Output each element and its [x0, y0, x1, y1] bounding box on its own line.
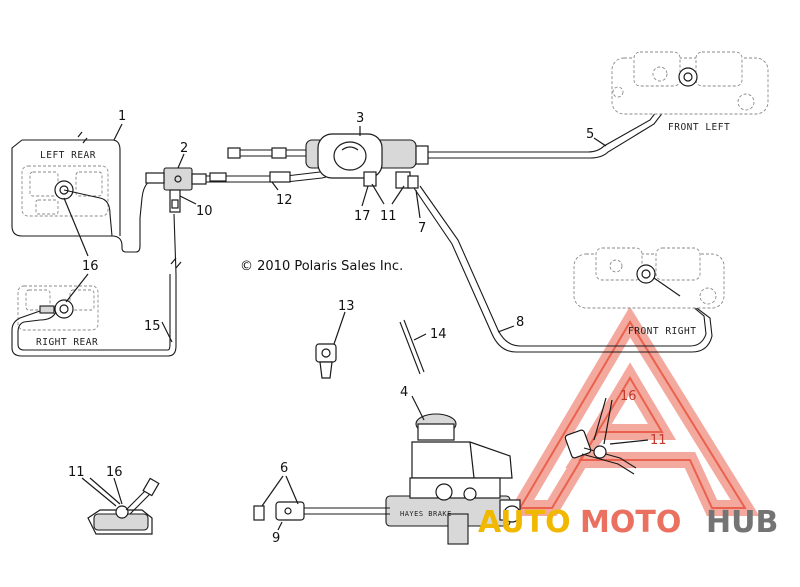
reservoir-brand-label: HAYES BRAKE: [400, 510, 452, 518]
watermark-part-3: HUB: [706, 505, 778, 540]
watermark-brand: AUTO MOTO HUB: [478, 505, 778, 540]
leader-17: [361, 185, 369, 207]
leader-1: [113, 123, 123, 141]
leader-16a: [63, 197, 89, 257]
part-13-fitting: [315, 343, 337, 379]
watermark-part-1: AUTO: [478, 505, 571, 540]
callout-4: 4: [400, 385, 408, 400]
watermark-logo-triangle: [505, 306, 760, 516]
caption-left-rear: LEFT REAR: [40, 150, 96, 161]
callout-16-lower-left: 16: [106, 465, 123, 480]
right-rear-caliper: [17, 285, 99, 331]
front-caliper-bleeder-detail: [564, 429, 637, 475]
brake-line-8-inner: [413, 187, 713, 353]
leader-10: [179, 195, 197, 205]
leader-12: [271, 181, 279, 191]
callout-16-left: 16: [82, 259, 99, 274]
brake-line-1-upper: [22, 139, 121, 236]
brake-line-5: [428, 85, 677, 153]
front-right-caliper: [573, 247, 725, 309]
brake-line-15: [11, 213, 177, 357]
line-12-fitting: [209, 172, 227, 182]
callout-13: 13: [338, 299, 355, 314]
leader-9: [277, 521, 283, 531]
rear-caliper-detail: [87, 477, 160, 535]
callout-10: 10: [196, 204, 213, 219]
callout-1: 1: [118, 109, 126, 124]
caption-front-right: FRONT RIGHT: [628, 326, 696, 337]
leader-11-right: [609, 439, 649, 445]
part-14-pin: [399, 319, 425, 375]
leader-2: [177, 153, 185, 169]
callout-8: 8: [516, 315, 524, 330]
front-left-caliper: [611, 51, 769, 115]
caption-right-rear: RIGHT REAR: [36, 337, 98, 348]
master-cylinder-3: [227, 133, 429, 189]
leader-5: [593, 137, 607, 147]
brake-line-15-inner: [17, 274, 171, 351]
leader-8: [497, 325, 515, 333]
left-rear-caliper: [21, 165, 113, 237]
callout-15: 15: [144, 319, 161, 334]
callout-17: 17: [354, 209, 371, 224]
callout-14: 14: [430, 327, 447, 342]
pushrod-clevis: [253, 501, 390, 521]
leader-13: [333, 311, 346, 345]
brake-line-5-inner: [428, 89, 681, 159]
callout-9: 9: [272, 531, 280, 546]
break-mark: [77, 131, 88, 144]
callout-3: 3: [356, 111, 364, 126]
leader-15: [161, 321, 173, 343]
leader-11-lower-left: [81, 477, 121, 507]
leader-16-right: [593, 397, 613, 445]
callout-11-right: 11: [650, 433, 667, 448]
callout-6: 6: [280, 461, 288, 476]
reservoir-master-cylinder-4: [385, 413, 521, 545]
callout-16-right: 16: [620, 389, 637, 404]
watermark-part-2: MOTO: [580, 505, 681, 540]
brake-line-1: [11, 139, 161, 253]
brake-tee-fitting: [145, 167, 193, 213]
leader-7: [415, 189, 421, 219]
callout-11-upper: 11: [380, 209, 397, 224]
break-mark: [170, 257, 182, 269]
caption-front-left: FRONT LEFT: [668, 122, 730, 133]
brake-line-8: [419, 185, 707, 347]
leader-16-lower-left: [113, 477, 123, 505]
leader-11-upper: [371, 183, 405, 205]
callout-7: 7: [418, 221, 426, 236]
leader-14: [413, 333, 427, 341]
leader-16b: [65, 273, 89, 303]
callout-11-lower-left: 11: [68, 465, 85, 480]
callout-5: 5: [586, 127, 594, 142]
leader-6: [261, 475, 299, 507]
callout-2: 2: [180, 141, 188, 156]
copyright-notice: © 2010 Polaris Sales Inc.: [240, 259, 403, 274]
line-12-collar: [269, 171, 291, 183]
leader-4: [411, 395, 425, 421]
brake-light-switch: [191, 173, 207, 185]
callout-12: 12: [276, 193, 293, 208]
